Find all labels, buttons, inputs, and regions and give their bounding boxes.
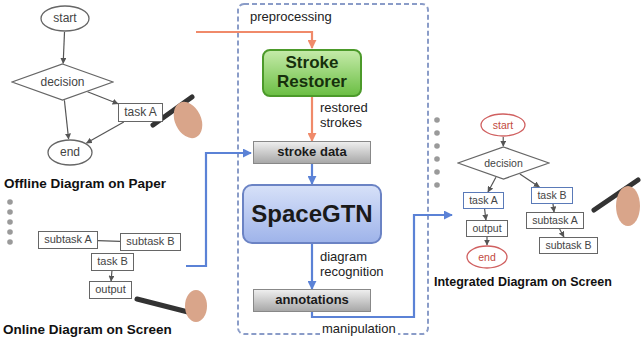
ellipse-outline bbox=[41, 6, 89, 31]
hand bbox=[185, 290, 207, 322]
connector bbox=[88, 92, 119, 104]
hand bbox=[616, 186, 640, 226]
connector bbox=[64, 100, 68, 139]
connector bbox=[311, 244, 313, 289]
connector bbox=[110, 271, 112, 281]
node-text: task A bbox=[124, 105, 157, 119]
process-box: task B bbox=[91, 253, 134, 271]
ellipse-outline bbox=[48, 140, 92, 165]
connector bbox=[63, 32, 64, 63]
process-box: task B bbox=[531, 187, 573, 204]
process-box: subtask A bbox=[526, 212, 584, 229]
dot bbox=[434, 169, 440, 175]
flow-label: preprocessing bbox=[250, 9, 332, 25]
process-box: task A bbox=[118, 103, 163, 122]
connector bbox=[486, 237, 487, 245]
connector bbox=[311, 164, 313, 184]
node-text: subtask B bbox=[545, 239, 591, 252]
node-text: Stroke Restorer bbox=[268, 54, 356, 91]
diamond-outline bbox=[12, 64, 113, 100]
process-box: output bbox=[89, 281, 132, 299]
process-box: subtask B bbox=[539, 237, 598, 254]
process-box: output bbox=[466, 220, 508, 237]
connector bbox=[488, 177, 496, 192]
dot bbox=[7, 209, 13, 215]
connector bbox=[553, 204, 554, 212]
preprocessing-arrow bbox=[196, 32, 312, 48]
dot bbox=[7, 199, 13, 205]
pipeline-frame bbox=[238, 4, 428, 334]
dot bbox=[434, 182, 440, 188]
terminal-ellipse: end bbox=[466, 245, 508, 269]
flow-label: manipulation bbox=[320, 321, 398, 337]
connector bbox=[560, 229, 564, 237]
process-box: subtask B bbox=[120, 233, 181, 251]
node-text: stroke data bbox=[277, 145, 346, 159]
data-bar: annotations bbox=[253, 289, 371, 312]
module-box: Stroke Restorer bbox=[262, 49, 362, 97]
dot bbox=[434, 143, 440, 149]
hand bbox=[168, 97, 208, 142]
terminal-ellipse: end bbox=[47, 139, 93, 166]
connector bbox=[98, 240, 120, 242]
decision-diamond: decision bbox=[457, 146, 550, 180]
node-text: decision bbox=[40, 75, 84, 89]
node-text: SpaceGTN bbox=[251, 201, 372, 227]
node-text: subtask A bbox=[44, 233, 92, 246]
node-text: subtask A bbox=[532, 214, 578, 227]
node-text: annotations bbox=[275, 293, 349, 307]
panel-caption: Online Diagram on Screen bbox=[3, 322, 172, 338]
connector bbox=[311, 97, 313, 141]
dot bbox=[7, 219, 13, 225]
edge-label: diagram recognition bbox=[320, 250, 406, 280]
node-text: task A bbox=[469, 194, 498, 207]
connector bbox=[520, 174, 539, 187]
connector bbox=[503, 137, 504, 146]
decision-diamond: decision bbox=[11, 63, 114, 101]
dot bbox=[434, 156, 440, 162]
ellipse-outline bbox=[481, 114, 525, 136]
node-text: output bbox=[95, 283, 126, 296]
dot bbox=[7, 229, 13, 235]
model-box: SpaceGTN bbox=[242, 184, 382, 244]
terminal-ellipse: start bbox=[40, 5, 90, 32]
panel-caption: Offline Diagram on Paper bbox=[4, 176, 166, 192]
ellipse-outline bbox=[467, 246, 507, 268]
node-text: task B bbox=[97, 255, 128, 268]
node-text: task B bbox=[537, 189, 566, 202]
diamond-outline bbox=[458, 147, 549, 179]
terminal-ellipse: start bbox=[480, 113, 526, 137]
dot bbox=[434, 130, 440, 136]
node-text: end bbox=[478, 251, 496, 264]
panel-caption: Integrated Diagram on Screen bbox=[434, 275, 612, 290]
node-text: subtask B bbox=[126, 235, 174, 248]
dot bbox=[434, 117, 440, 123]
data-bar: stroke data bbox=[253, 141, 371, 164]
node-text: decision bbox=[484, 157, 523, 170]
dot bbox=[7, 239, 13, 245]
pen bbox=[137, 299, 188, 312]
node-text: start bbox=[53, 11, 76, 25]
node-text: end bbox=[60, 145, 80, 159]
connector bbox=[87, 122, 124, 143]
connector bbox=[485, 209, 486, 220]
edge-label: restored strokes bbox=[320, 101, 384, 131]
node-text: output bbox=[472, 222, 501, 235]
process-box: task A bbox=[463, 192, 504, 209]
node-text: start bbox=[493, 119, 513, 132]
process-box: subtask A bbox=[38, 231, 98, 249]
